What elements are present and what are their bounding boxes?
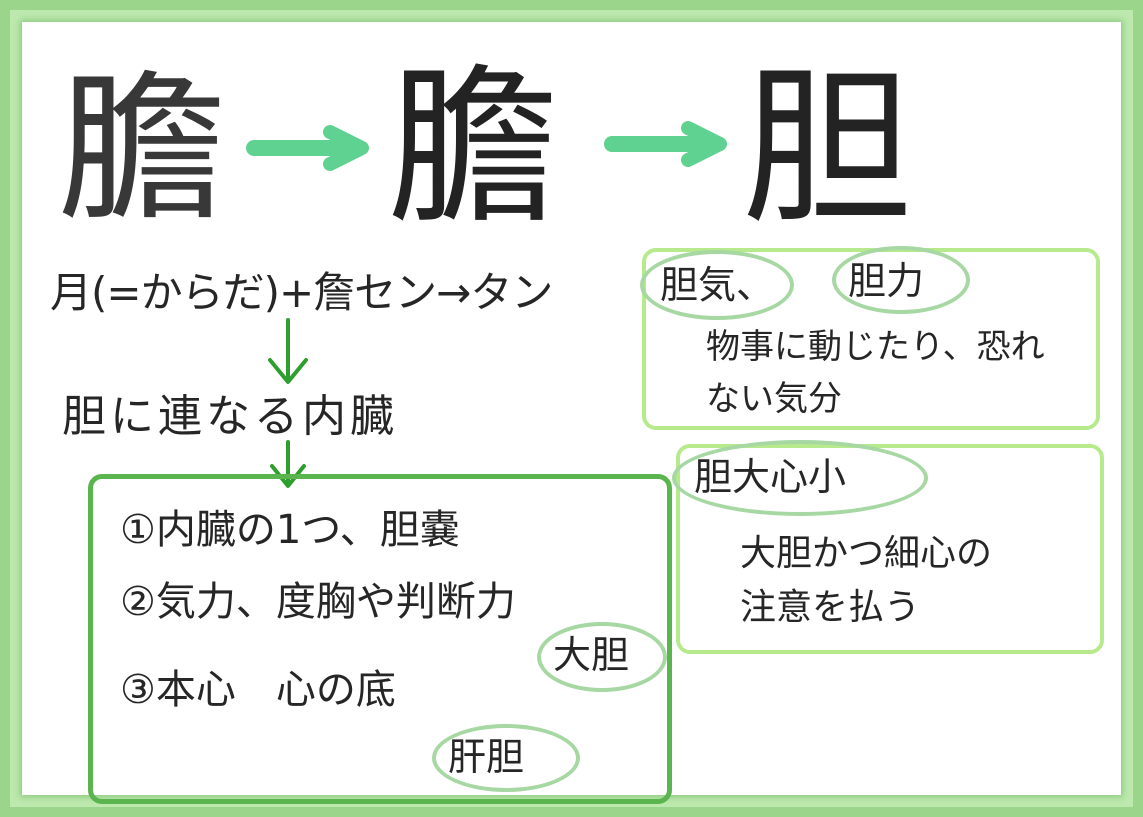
tag-tanki: 胆気、 (660, 263, 775, 307)
arrow-right-icon (604, 121, 727, 167)
definition-2: ②気力、度胸や判断力 (120, 579, 516, 625)
definition-3: ③本心 心の底 (120, 667, 396, 713)
arrow-right-icon (246, 125, 369, 171)
panel1-text-line-2: ない気分 (706, 379, 842, 419)
traditional-character: 膽 (388, 50, 559, 248)
panel1-text-line-1: 物事に動じたり、恐れ (706, 327, 1045, 367)
panel2-text-line-1: 大胆かつ細心の (740, 533, 993, 574)
modern-character: 胆 (742, 50, 913, 248)
etymology-formula: 月(=からだ)+詹セン→タン (50, 268, 553, 317)
tag-oval (832, 246, 970, 314)
definition-1: ①内臓の1つ、胆嚢 (120, 507, 460, 553)
panel2-text-line-2: 注意を払う (740, 587, 921, 628)
example-oval (432, 724, 580, 792)
seal-script-character: 膽 (57, 56, 227, 243)
tag-oval (640, 250, 794, 320)
example-oval (537, 622, 667, 692)
panel-tandaishinshou (676, 444, 1104, 654)
arrow-down-icon (268, 318, 308, 384)
example-daitan: 大胆 (553, 633, 630, 677)
example-kantan: 肝胆 (448, 735, 525, 779)
tag-tanryoku: 胆力 (848, 259, 925, 303)
tag-tandaishinshou: 胆大心小 (694, 455, 847, 499)
etymology-meaning: 胆に連なる内臓 (62, 391, 398, 442)
definitions-box (88, 474, 672, 804)
tag-oval (672, 440, 928, 516)
